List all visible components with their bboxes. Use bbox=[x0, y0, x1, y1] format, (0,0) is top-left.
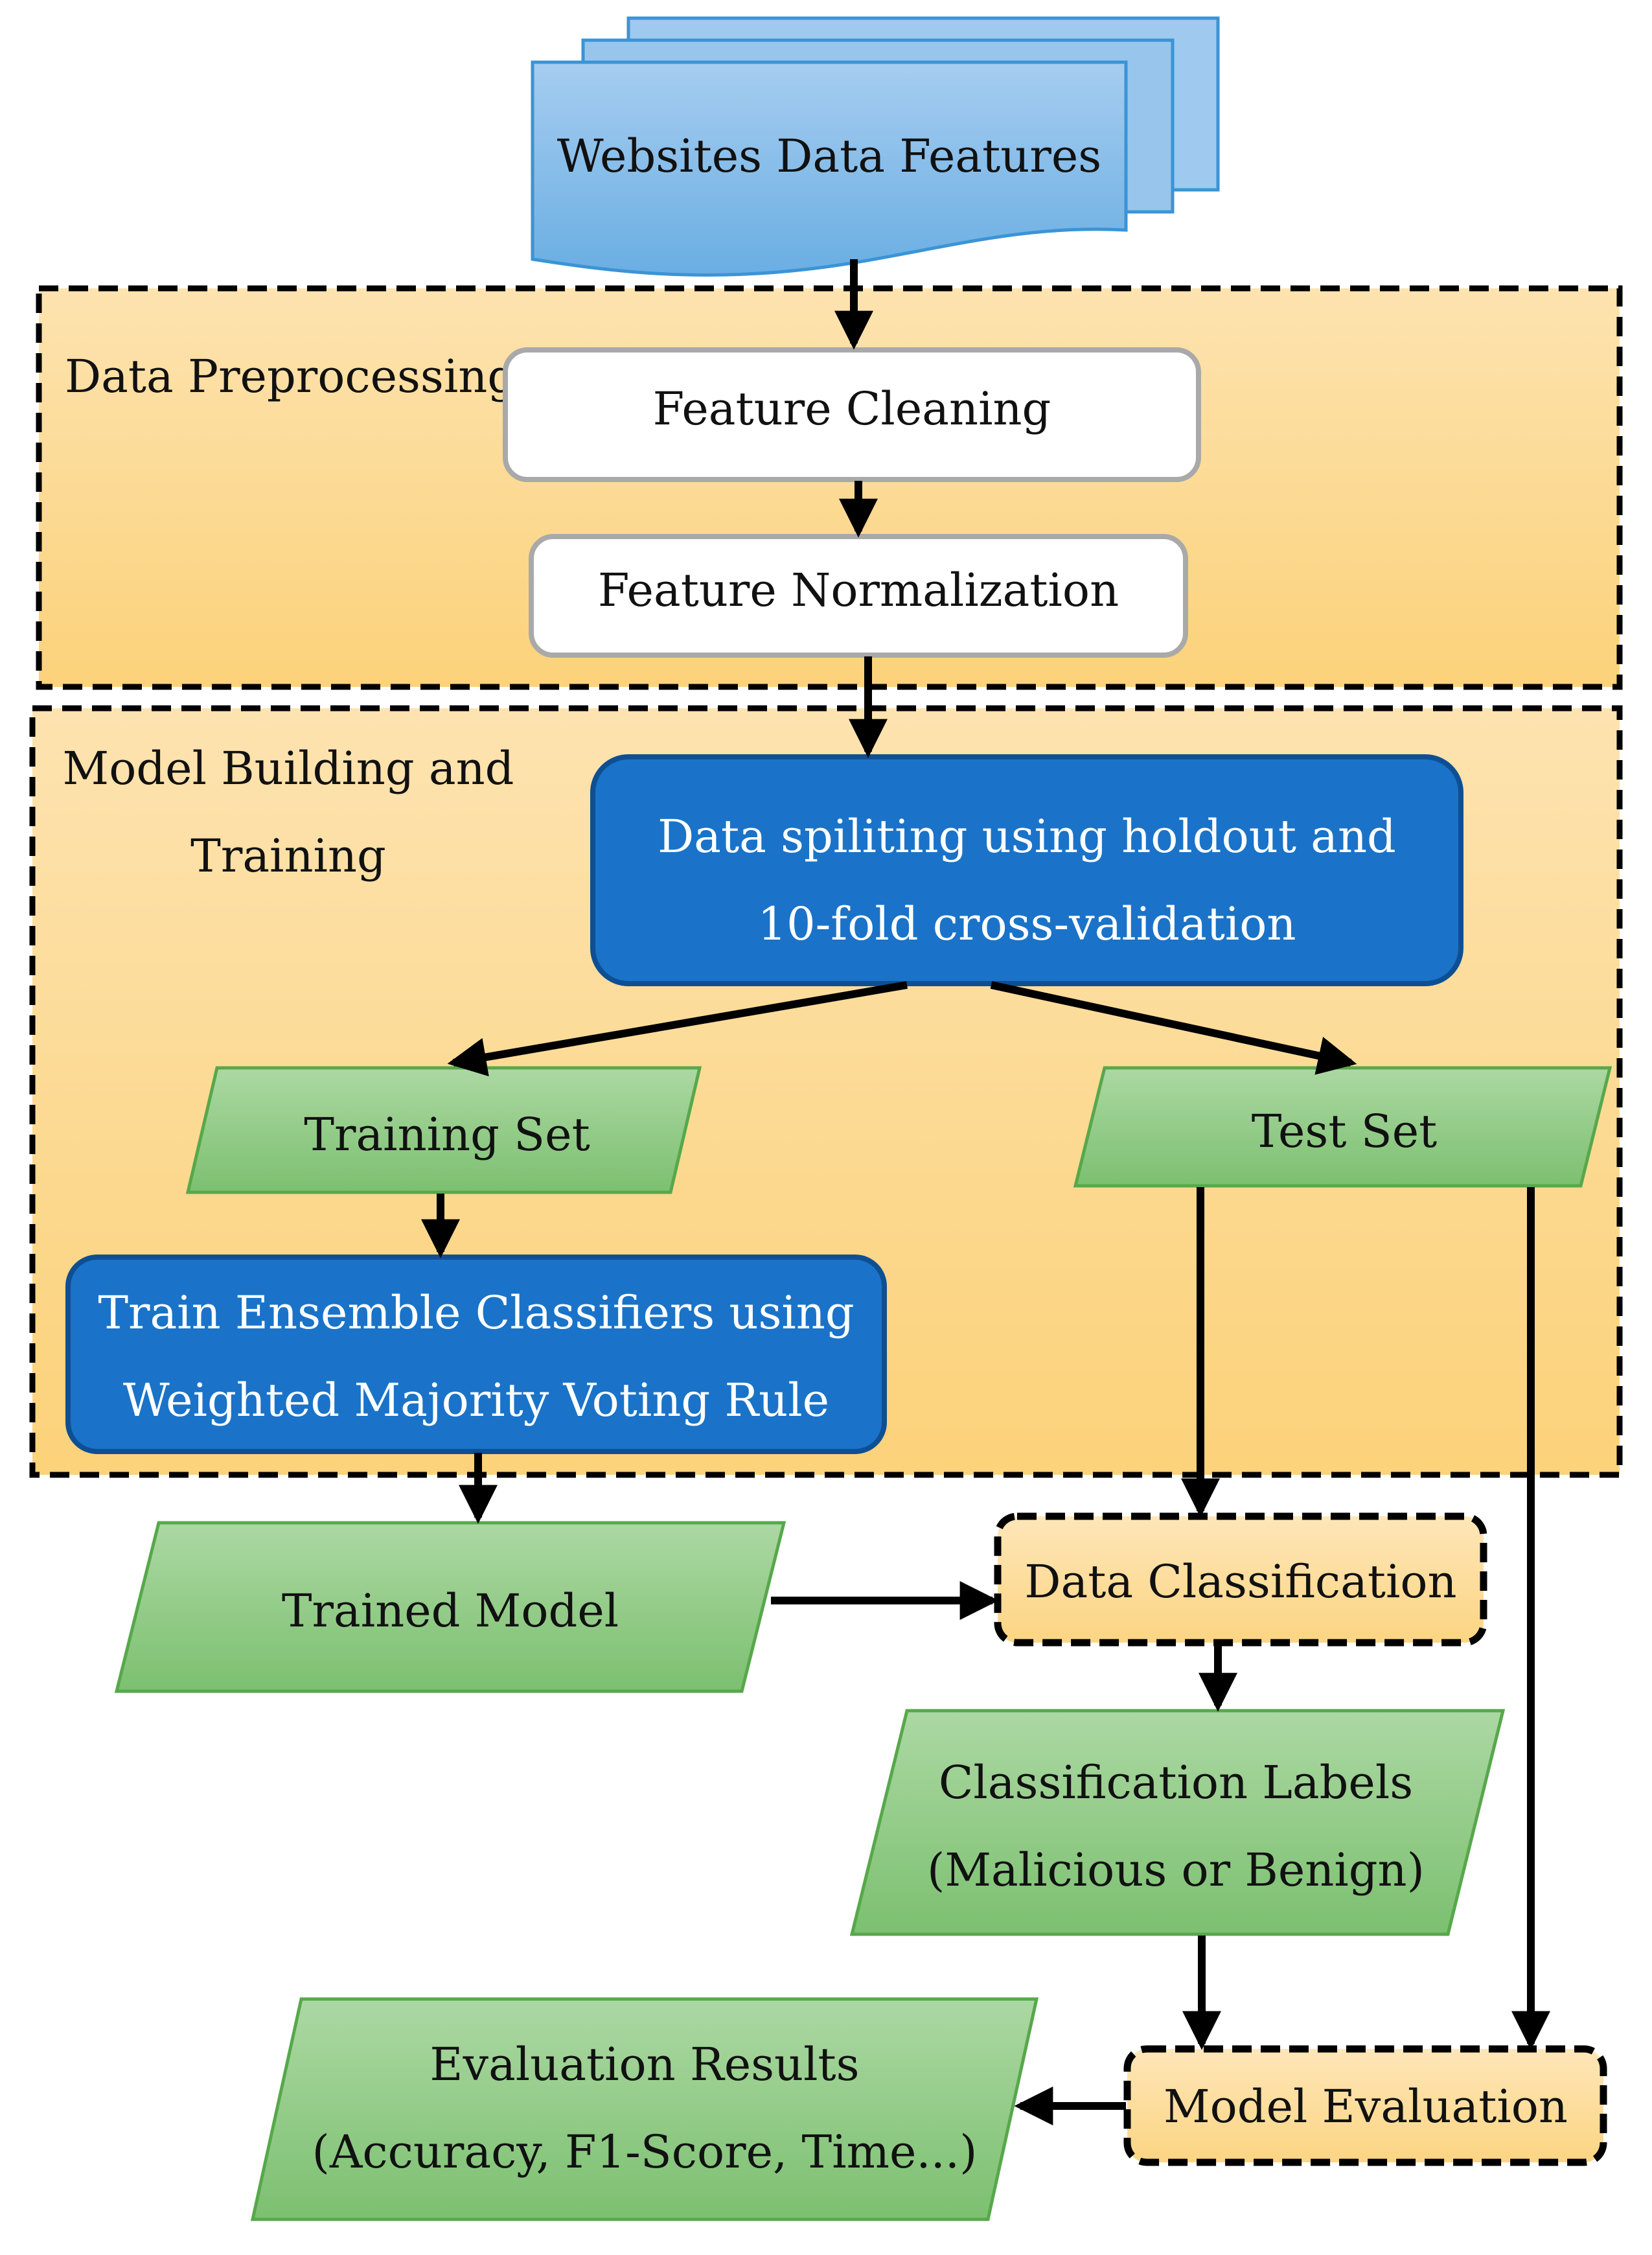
node-feature-cleaning: Feature Cleaning bbox=[503, 347, 1201, 482]
test-set-label: Test Set bbox=[1252, 1105, 1438, 1158]
node-test-set: Test Set bbox=[1073, 1066, 1612, 1188]
model-evaluation-label: Model Evaluation bbox=[1164, 2080, 1568, 2133]
node-train-ensemble: Train Ensemble Classifiers using Weighte… bbox=[65, 1255, 887, 1454]
classification-labels-line2: (Malicious or Benign) bbox=[927, 1844, 1425, 1897]
train-ensemble-line1: Train Ensemble Classifiers using bbox=[98, 1286, 854, 1339]
node-trained-model: Trained Model bbox=[114, 1521, 786, 1693]
training-set-label: Training Set bbox=[304, 1108, 590, 1161]
evaluation-results-line2: (Accuracy, F1-Score, Time...) bbox=[312, 2125, 978, 2179]
node-data-classification: Data Classification bbox=[994, 1512, 1487, 1647]
data-splitting-line1: Data spiliting using holdout and bbox=[658, 810, 1396, 863]
data-splitting-line2: 10-fold cross-validation bbox=[758, 897, 1296, 951]
edge-splitting-to-training-set bbox=[447, 981, 908, 1077]
classification-labels-line1: Classification Labels bbox=[939, 1756, 1413, 1809]
feature-normalization-label: Feature Normalization bbox=[598, 564, 1119, 617]
group-label-model-building-line2: Training bbox=[190, 829, 386, 883]
group-label-model-building-line1: Model Building and bbox=[63, 742, 514, 795]
feature-cleaning-label: Feature Cleaning bbox=[653, 382, 1051, 435]
node-feature-normalization: Feature Normalization bbox=[529, 534, 1188, 658]
node-websites-data-features: Websites Data Features bbox=[531, 16, 1220, 277]
trained-model-label: Trained Model bbox=[282, 1584, 619, 1637]
websites-data-label: Websites Data Features bbox=[557, 130, 1101, 183]
node-training-set: Training Set bbox=[185, 1066, 702, 1194]
node-data-splitting: Data spiliting using holdout and 10-fold… bbox=[590, 754, 1463, 986]
node-classification-labels: Classification Labels (Malicious or Beni… bbox=[849, 1709, 1506, 1936]
train-ensemble-line2: Weighted Majority Voting Rule bbox=[123, 1374, 829, 1427]
node-evaluation-results: Evaluation Results (Accuracy, F1-Score, … bbox=[250, 1997, 1039, 2221]
evaluation-results-line1: Evaluation Results bbox=[430, 2038, 859, 2091]
edges bbox=[421, 259, 1550, 2125]
edge-splitting-to-test-set bbox=[990, 981, 1357, 1075]
group-label-preprocessing: Data Preprocessing bbox=[65, 350, 516, 403]
node-model-evaluation: Model Evaluation bbox=[1123, 2045, 1607, 2166]
data-classification-label: Data Classification bbox=[1024, 1555, 1456, 1608]
